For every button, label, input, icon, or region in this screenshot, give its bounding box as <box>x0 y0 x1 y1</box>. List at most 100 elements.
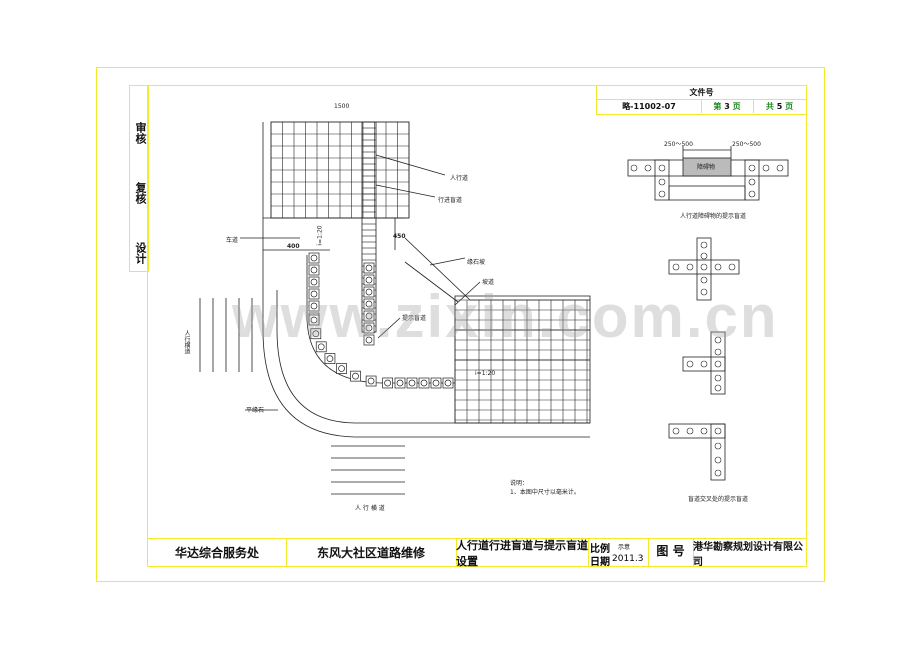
label-sidewalk: 人行道 <box>450 175 469 182</box>
project-name: 东风大社区道路维修 <box>286 539 457 566</box>
warning-dot <box>365 264 373 272</box>
warning-dot <box>444 379 452 387</box>
detail-dot <box>714 348 722 356</box>
detail-dot <box>714 263 722 271</box>
detail-dot <box>644 164 652 172</box>
dim-450: 450 <box>393 233 406 240</box>
detail-dot <box>686 427 694 435</box>
page-num: 3 <box>724 101 730 111</box>
warning-dot <box>365 336 373 344</box>
page-prefix: 第 <box>713 101 722 111</box>
detail-dot <box>658 164 666 172</box>
company-name: 港华勘察规划设计有限公司 <box>693 541 803 568</box>
page-total: 共 5 页 <box>753 99 806 113</box>
slope-2: i=1:20 <box>475 370 496 377</box>
detail-dot <box>700 241 708 249</box>
label-guide: 行进盲道 <box>438 197 463 204</box>
scale-value: 示意 <box>618 544 631 551</box>
detail-dot <box>728 263 736 271</box>
label-ramp: 缘石坡 <box>467 259 486 266</box>
obstacle-dim1: 250～500 <box>664 141 693 148</box>
warning-dot <box>432 379 440 387</box>
warning-dot <box>367 377 375 385</box>
warning-dot <box>365 288 373 296</box>
detail-dot <box>714 456 722 464</box>
dim-1500: 1500 <box>334 103 350 110</box>
date-value: 2011.3 <box>612 554 644 564</box>
crossing-bottom: 人 行 横 道 <box>355 505 385 512</box>
detail-dot <box>748 190 756 198</box>
detail-dot <box>700 288 708 296</box>
warning-dot <box>310 290 318 298</box>
label-road: 车道 <box>226 237 239 244</box>
warning-dot <box>365 300 373 308</box>
detail-dot <box>658 190 666 198</box>
review-label: 审核 <box>134 122 147 144</box>
outer-frame <box>96 67 825 582</box>
warning-dot <box>365 276 373 284</box>
page-index: 第 3 页 <box>701 99 754 113</box>
total-unit: 页 <box>785 101 794 111</box>
approval-sidebar <box>129 85 149 272</box>
detail-dot <box>714 442 722 450</box>
warning-dot <box>384 379 391 387</box>
detail-dot <box>748 164 756 172</box>
date-label: 日期 <box>590 557 610 568</box>
drawing-title: 人行道行进盲道与提示盲道设置 <box>456 538 589 568</box>
label-kerb: 平缘石 <box>246 407 265 414</box>
note-title: 说明： <box>510 480 529 487</box>
detail-dot <box>714 336 722 344</box>
check-label: 复核 <box>134 182 147 204</box>
warning-dot <box>396 379 404 387</box>
warning-dot <box>317 343 325 351</box>
warning-dot <box>365 324 373 332</box>
page-unit: 页 <box>732 101 741 111</box>
client-name: 华达综合服务处 <box>148 539 287 566</box>
detail-dot <box>776 164 784 172</box>
watermark: www.zixin.com.cn <box>232 283 779 350</box>
detail-dot <box>714 427 722 435</box>
detail-dot <box>762 164 770 172</box>
detail-dot <box>714 384 722 392</box>
detail-dot <box>748 178 756 186</box>
drawing-no-label: 图 号 <box>648 539 694 566</box>
detail-dot <box>686 263 694 271</box>
caption-obstacle: 人行道障碍物的提示盲道 <box>680 213 747 220</box>
obstacle-dim2: 250～500 <box>732 141 761 148</box>
slope-1: i=1:20 <box>316 225 324 246</box>
caption-crossing: 盲道交叉处的提示盲道 <box>688 496 749 503</box>
doc-header: 文件号 略-11002-07 第 3 页 共 5 页 <box>596 85 807 115</box>
crossing-left: 人行横道 <box>183 330 190 354</box>
label-warning: 提示盲道 <box>402 315 427 322</box>
detail-dot <box>714 374 722 382</box>
obstacle-label: 障碍物 <box>697 164 716 171</box>
warning-dot <box>310 254 318 262</box>
total-prefix: 共 <box>765 101 774 111</box>
design-label: 设计 <box>134 242 147 264</box>
warning-dot <box>310 316 318 324</box>
detail-dot <box>630 164 638 172</box>
warning-dot <box>310 302 318 310</box>
warning-dot <box>326 355 334 362</box>
warning-dot <box>420 379 428 387</box>
doc-number: 略-11002-07 <box>597 99 702 113</box>
detail-dot <box>700 427 708 435</box>
warning-dot <box>310 266 318 274</box>
warning-dot <box>352 372 359 380</box>
detail-dot <box>714 360 722 368</box>
warning-dot <box>338 365 345 372</box>
detail-dot <box>700 252 708 260</box>
warning-dot <box>408 379 416 387</box>
detail-dot <box>686 360 694 368</box>
detail-dot <box>672 427 680 435</box>
detail-dot <box>700 360 708 368</box>
dim-400: 400 <box>287 243 300 250</box>
title-block: 华达综合服务处 东风大社区道路维修 人行道行进盲道与提示盲道设置 比例 示意 日… <box>147 538 807 568</box>
label-ramp2: 坡道 <box>482 279 495 286</box>
scale-date-cell: 比例 示意 日期 2011.3 <box>588 539 649 568</box>
warning-dot <box>310 278 318 286</box>
scale-label: 比例 <box>590 544 610 555</box>
warning-dot <box>365 312 373 320</box>
detail-dot <box>672 263 680 271</box>
detail-dot <box>714 469 722 477</box>
